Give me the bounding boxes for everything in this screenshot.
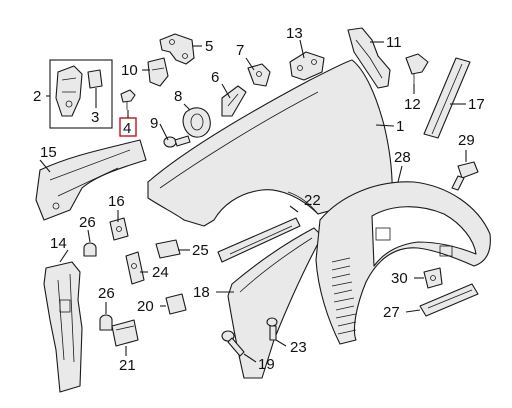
callout-6: 6 xyxy=(211,69,219,86)
callout-29: 29 xyxy=(458,132,475,149)
wheel-liner-28 xyxy=(315,181,491,345)
callout-20: 20 xyxy=(137,298,154,315)
bracket-13 xyxy=(289,51,325,81)
clip-25 xyxy=(155,239,181,259)
leader-7 xyxy=(245,57,255,71)
leader-28 xyxy=(397,165,403,183)
leader-19 xyxy=(243,353,257,363)
inset-box-2 xyxy=(49,59,113,129)
callout-18: 18 xyxy=(193,284,210,301)
leader-26a xyxy=(87,229,91,243)
callout-22: 22 xyxy=(304,192,321,209)
leader-27 xyxy=(405,309,421,313)
bracket-5 xyxy=(159,33,195,65)
callout-30: 30 xyxy=(391,270,408,287)
leader-6 xyxy=(221,83,231,99)
clip-4 xyxy=(120,89,136,110)
callout-27: 27 xyxy=(383,304,400,321)
screw-29 xyxy=(451,161,479,191)
bracket-11 xyxy=(347,27,391,89)
clip-26-lower xyxy=(99,314,113,331)
block-21 xyxy=(111,319,139,347)
clip-20 xyxy=(165,293,187,315)
clip-26-upper xyxy=(83,242,97,257)
callout-5: 5 xyxy=(205,38,213,55)
leader-15 xyxy=(39,159,51,173)
callout-17: 17 xyxy=(468,96,485,113)
leader-14 xyxy=(59,249,69,263)
bar-27 xyxy=(419,283,479,317)
callout-15: 15 xyxy=(40,144,57,161)
callout-24: 24 xyxy=(152,264,169,281)
callout-25: 25 xyxy=(192,242,209,259)
grommet-8 xyxy=(182,107,211,138)
leader-13 xyxy=(299,39,305,59)
leader-22 xyxy=(289,205,299,213)
trim-strip-22 xyxy=(217,217,301,263)
callout-9: 9 xyxy=(150,115,158,132)
leader-lines xyxy=(39,39,467,363)
bolt-9 xyxy=(163,135,191,148)
leader-1 xyxy=(375,124,395,127)
callout-14: 14 xyxy=(50,235,67,252)
trim-strip-17 xyxy=(423,57,471,139)
callout-2: 2 xyxy=(33,88,41,105)
callout-11: 11 xyxy=(386,34,402,51)
callout-26b: 26 xyxy=(98,285,115,302)
leader-9 xyxy=(159,123,169,141)
callout-12: 12 xyxy=(404,96,421,113)
clip-12 xyxy=(405,53,429,84)
callout-19: 19 xyxy=(258,356,275,373)
callout-13: 13 xyxy=(286,25,303,42)
bracket-16 xyxy=(109,217,129,241)
bracket-assembly-2 xyxy=(55,65,103,117)
callout-labels: 1 2 3 4 5 6 7 8 9 10 11 12 13 14 15 16 1… xyxy=(33,25,485,374)
column-bracket-14 xyxy=(43,261,83,393)
callout-21: 21 xyxy=(119,357,136,374)
callout-7: 7 xyxy=(236,42,244,59)
callout-23: 23 xyxy=(290,339,307,356)
bracket-7 xyxy=(247,63,271,87)
leader-23 xyxy=(275,339,287,347)
callout-26a: 26 xyxy=(79,214,96,231)
vent-grille xyxy=(331,257,357,335)
callout-10: 10 xyxy=(121,62,138,79)
bracket-10 xyxy=(147,57,169,87)
callout-8: 8 xyxy=(174,88,182,105)
bolt-19 xyxy=(221,330,245,357)
callout-4: 4 xyxy=(123,120,131,137)
bracket-24 xyxy=(125,251,145,285)
callout-3: 3 xyxy=(91,109,99,126)
leader-8 xyxy=(183,103,191,111)
callout-16: 16 xyxy=(108,193,125,210)
support-bracket-15 xyxy=(35,139,147,221)
side-trim-18 xyxy=(227,227,323,379)
callout-1: 1 xyxy=(396,118,404,135)
clip-30 xyxy=(423,267,443,289)
callout-28: 28 xyxy=(394,149,411,166)
